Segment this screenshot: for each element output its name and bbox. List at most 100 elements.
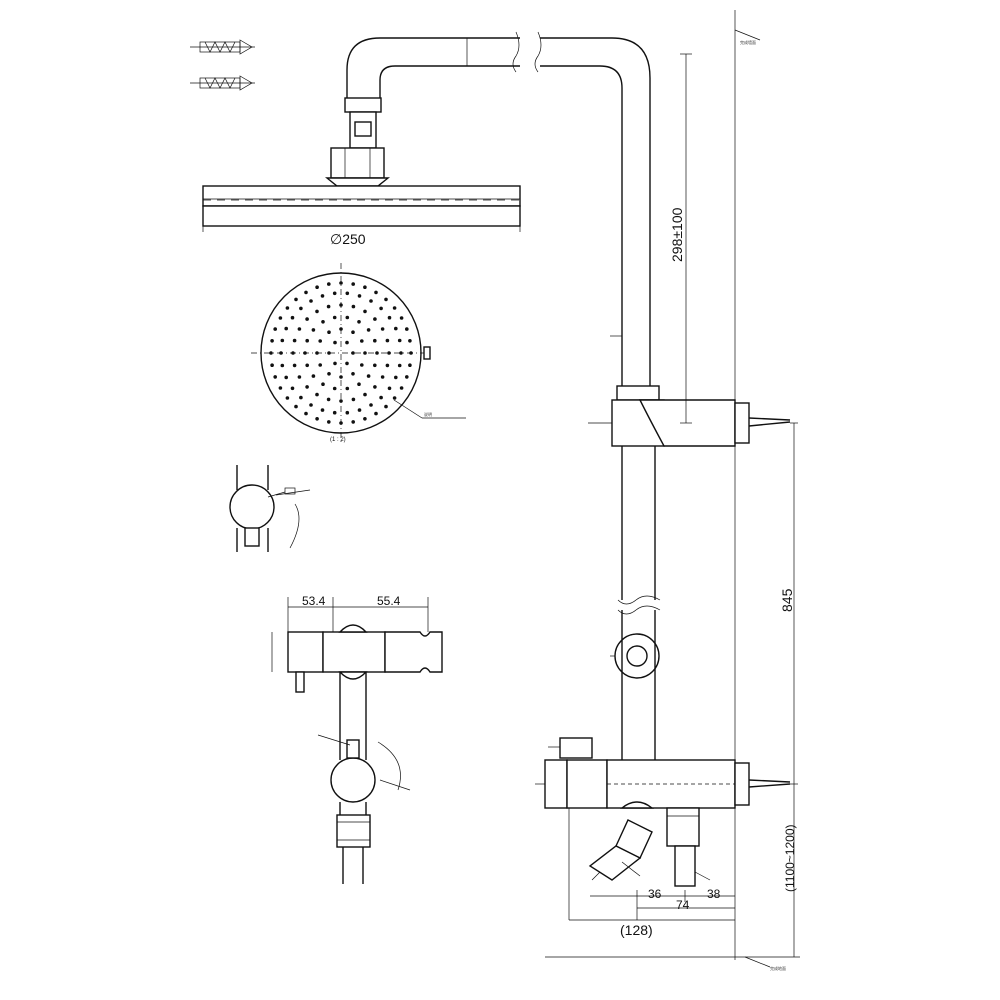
nozzle-dot [294,404,298,409]
nozzle-dot [326,304,331,309]
nozzle-dot [280,363,285,368]
spout-38-label: 38 [707,887,721,901]
overall-depth-label: (128) [620,922,653,938]
nozzle-dot [339,281,343,285]
nozzle-dot [290,315,295,320]
nozzle-dot [373,363,377,368]
mount-height-label: (1100~1200) [783,824,797,892]
nozzle-dot [394,326,398,331]
nozzle-pattern [269,281,413,425]
nozzle-dot [339,421,343,425]
nozzle-dot [363,417,367,421]
spout-36-label: 36 [648,887,662,901]
nozzle-dot [332,291,337,296]
nozzle-dot [369,299,373,303]
diameter-dimension: ∅250 [202,226,521,247]
nozzle-dot [327,372,331,376]
nozzle-dot [273,327,278,331]
nozzle-dot [387,386,392,391]
nozzle-dot [363,392,367,397]
nozzle-dot [360,363,364,367]
nozzle-dot [409,351,413,355]
nozzle-dot [309,299,313,303]
shower-head-front-view: 说明 (1 : 2) [251,263,466,443]
nozzle-dot [292,338,297,343]
nozzle-dot [315,392,319,397]
nozzle-dot [345,291,350,296]
nozzle-dot [374,290,378,295]
shower-head-connector [325,97,390,187]
nozzle-dot [284,326,289,331]
nozzle-dot [305,317,309,321]
nozzle-dot [270,339,274,343]
nozzle-dot [332,410,337,415]
svg-text:完成地面: 完成地面 [770,965,786,971]
nozzle-dot [384,404,388,409]
nozzle-dot [375,351,379,355]
nozzle-dot [320,294,325,298]
nozzle-dot [315,417,319,421]
nozzle-dot [360,339,364,343]
nozzle-dot [273,375,278,379]
nozzle-dot [392,306,397,310]
nozzle-dot [387,315,392,320]
nozzle-dot [304,290,308,295]
nozzle-dot [327,282,331,286]
arm-adjust-label: 298±100 [669,207,685,262]
nozzle-dot [373,338,377,343]
nozzle-dot [357,382,361,387]
nozzle-dot [345,410,350,415]
nozzle-dot [385,363,390,368]
nozzle-dot [291,351,295,355]
nozzle-dot [280,338,285,343]
nozzle-dot [315,351,319,355]
nozzle-dot [315,285,319,290]
shower-arm [346,31,651,390]
nozzle-dot [326,397,331,402]
nozzle-dot [285,396,290,400]
nozzle-dot [399,316,404,320]
wall-anchor-bottom [190,75,255,91]
nozzle-dot [270,363,274,368]
nozzle-dot [373,317,377,321]
riser-pipe [616,385,661,760]
nozzle-dot [357,294,362,298]
nozzle-dot [279,351,283,355]
hand-shower-holder [610,633,660,679]
shower-head-diameter-label: ∅250 [330,231,366,247]
nozzle-dot [327,351,331,355]
nozzle-dot [278,316,283,320]
nozzle-dot [311,374,316,378]
nozzle-dot [351,304,356,309]
nozzle-dot [363,351,367,355]
nozzle-dot [269,351,273,355]
nozzle-dot [351,282,356,286]
nozzle-dot [366,328,371,332]
nozzle-dot [408,339,412,343]
nozzle-dot [333,340,337,345]
nozzle-dot [392,396,397,400]
scale-note: (1 : 2) [330,437,346,443]
svg-text:说明: 说明 [424,411,432,417]
nozzle-dot [339,399,343,403]
nozzle-dot [374,411,378,416]
nozzle-dot [380,327,385,331]
nozzle-dot [339,303,343,307]
nozzle-dot [394,375,398,380]
nozzle-dot [405,375,409,379]
nozzle-dot [320,408,325,412]
nozzle-dot [332,315,337,320]
nozzle-dot [339,375,343,379]
nozzle-dot [327,330,331,335]
nozzle-dot [318,339,323,343]
nozzle-dot [351,330,355,335]
nozzle-dot [315,309,319,314]
nozzle-dot [305,385,309,389]
nozzle-dot [405,327,409,331]
thermostatic-mixer-body [535,737,791,809]
svg-text:完成墙面: 完成墙面 [740,39,756,45]
nozzle-dot [297,327,302,331]
nozzle-dot [363,285,367,290]
nozzle-dot [304,411,308,416]
